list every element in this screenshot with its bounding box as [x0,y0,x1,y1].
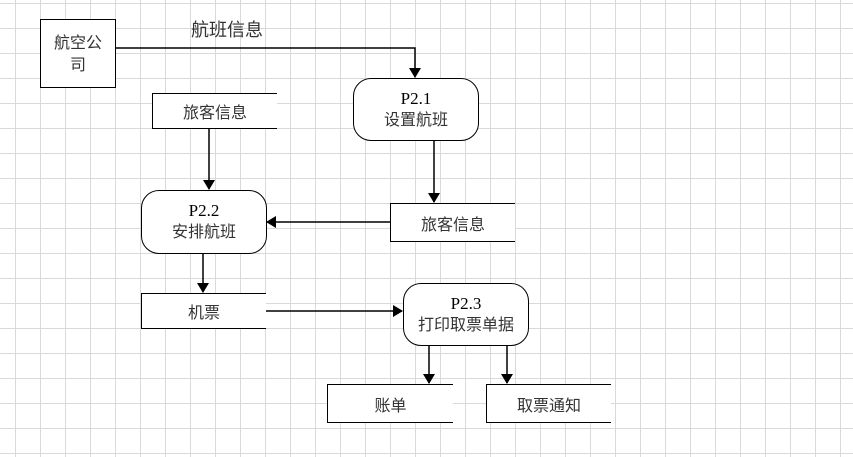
process-name: 打印取票单据 [417,314,514,334]
entity-label: 航空公司 [53,32,102,74]
store-label: 旅客信息 [420,214,485,234]
store-label: 账单 [374,395,407,415]
data-store-passenger-info-2[interactable]: 旅客信息 [390,203,515,242]
process-p2-3[interactable]: P2.3 打印取票单据 [403,283,529,346]
process-id: P2.3 [450,293,482,313]
data-store-bill[interactable]: 账单 [327,384,453,423]
process-p2-2[interactable]: P2.2 安排航班 [141,190,267,254]
flow-airline-to-p21 [115,47,421,78]
process-id: P2.1 [400,88,432,108]
flow-label-flight-info: 航班信息 [191,20,263,41]
store-label: 旅客信息 [182,103,247,122]
process-name: 设置航班 [383,109,448,129]
external-entity-airline[interactable]: 航空公司 [40,19,116,88]
data-store-passenger-info-1[interactable]: 旅客信息 [152,93,277,129]
data-store-pickup-notice[interactable]: 取票通知 [486,384,611,423]
store-label: 机票 [187,303,220,322]
data-store-ticket[interactable]: 机票 [141,293,266,329]
process-p2-1[interactable]: P2.1 设置航班 [353,78,479,141]
process-id: P2.2 [188,201,220,220]
store-label: 取票通知 [516,395,581,415]
process-name: 安排航班 [171,222,236,241]
